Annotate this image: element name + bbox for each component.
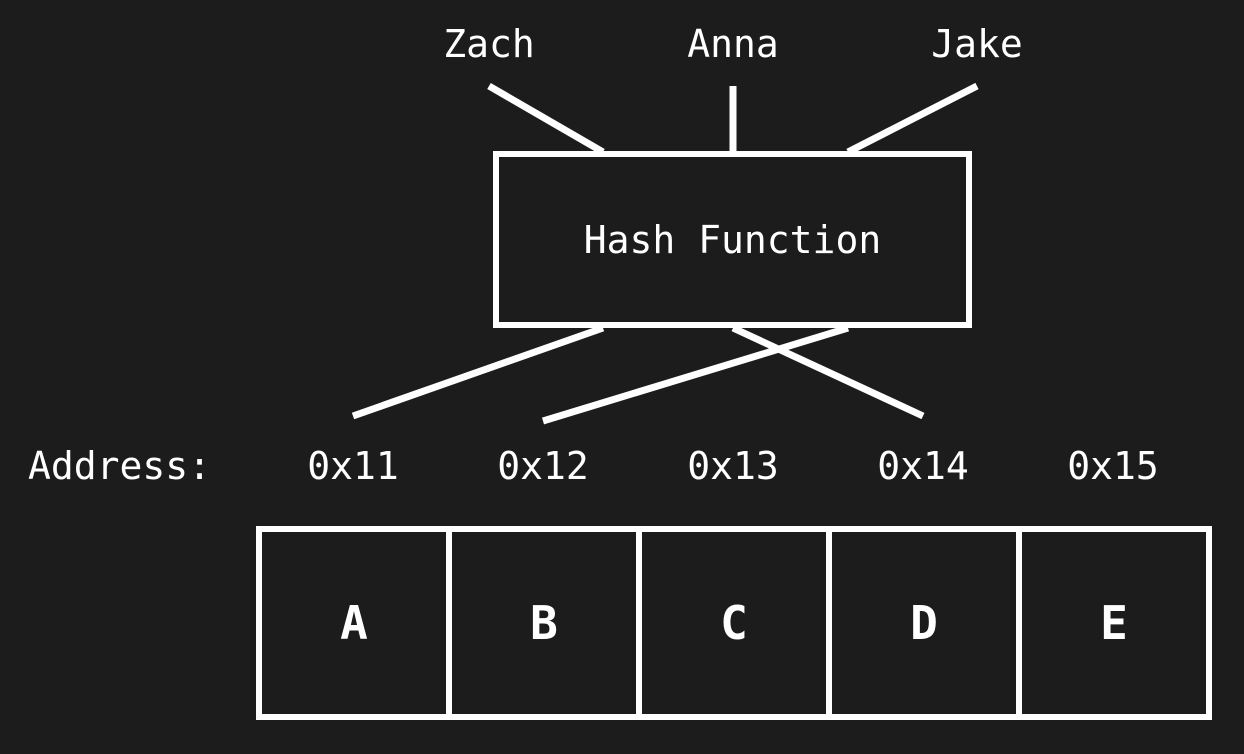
address-label: Address:	[28, 444, 212, 488]
memory-cell-c: C	[636, 532, 826, 714]
hash-function-box: Hash Function	[493, 151, 972, 328]
memory-cell-a: A	[262, 532, 446, 714]
input-name-anna: Anna	[687, 22, 779, 66]
connector-hash-to-0x12	[541, 324, 850, 425]
address-0x12: 0x12	[497, 444, 589, 488]
connector-hash-to-0x11	[351, 324, 605, 420]
connector-zach-to-hash	[487, 82, 605, 156]
memory-cell-label: E	[1100, 596, 1128, 650]
memory-cell-e: E	[1016, 532, 1206, 714]
memory-cell-label: D	[910, 596, 938, 650]
memory-cell-d: D	[826, 532, 1016, 714]
address-0x11: 0x11	[307, 444, 399, 488]
address-0x13: 0x13	[687, 444, 779, 488]
address-0x14: 0x14	[877, 444, 969, 488]
address-0x15: 0x15	[1067, 444, 1159, 488]
connector-jake-to-hash	[846, 82, 979, 156]
connector-hash-to-0x14	[731, 324, 925, 420]
memory-cell-label: C	[720, 596, 748, 650]
input-name-zach: Zach	[443, 22, 535, 66]
memory-array: A B C D E	[256, 526, 1212, 720]
memory-cell-b: B	[446, 532, 636, 714]
memory-cell-label: A	[340, 596, 368, 650]
memory-cell-label: B	[530, 596, 558, 650]
input-name-jake: Jake	[931, 22, 1023, 66]
hash-function-label: Hash Function	[583, 217, 882, 262]
